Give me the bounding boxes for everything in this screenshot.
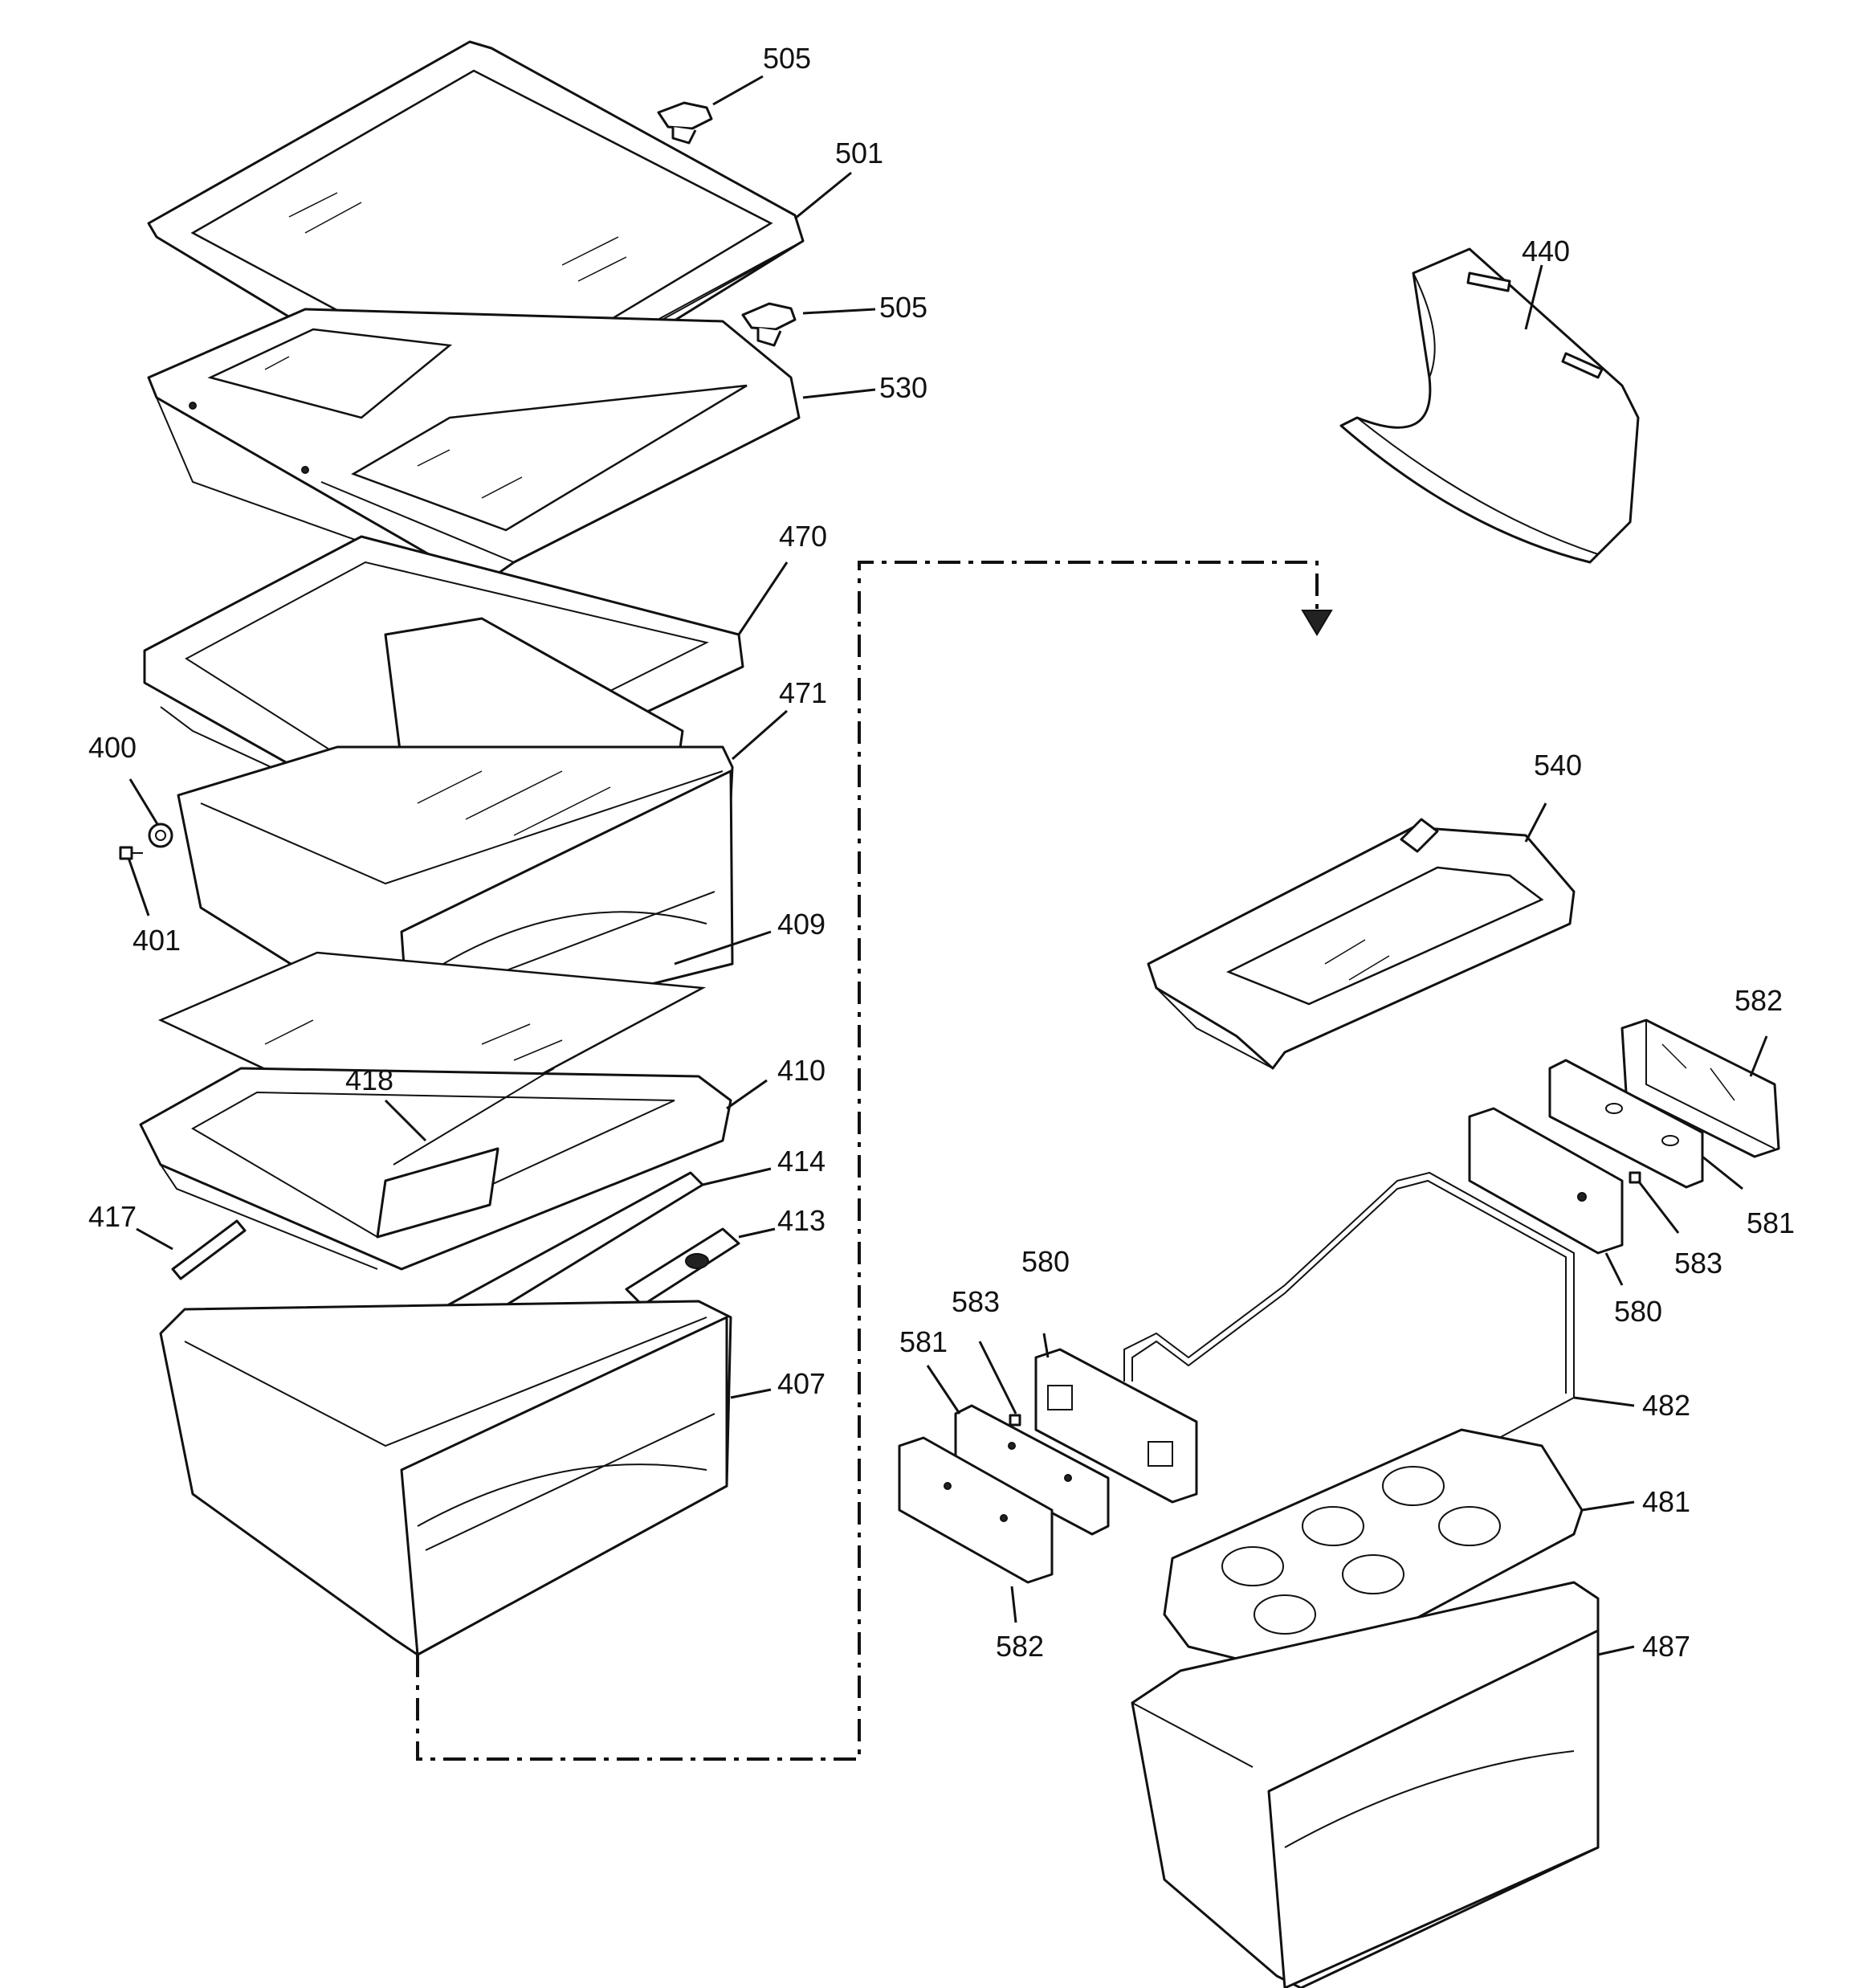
callout-400: 400 — [88, 731, 137, 764]
callout-581-left: 581 — [899, 1325, 948, 1358]
assembly-indicator-line — [416, 561, 1333, 1761]
callout-401: 401 — [132, 924, 181, 957]
callout-582-left: 582 — [996, 1630, 1044, 1663]
part-417-rod — [171, 1219, 247, 1280]
part-407-lower-drawer — [159, 1300, 732, 1656]
callout-440: 440 — [1522, 235, 1570, 267]
callout-417: 417 — [88, 1200, 137, 1233]
callout-501: 501 — [835, 137, 883, 169]
callout-481: 481 — [1642, 1485, 1690, 1518]
part-505-clip-top — [657, 101, 713, 145]
part-410-pan-frame — [139, 1067, 732, 1271]
callout-470: 470 — [779, 520, 827, 553]
part-580-bracket-left — [1034, 1348, 1198, 1504]
part-400-roller — [148, 823, 173, 848]
part-540-tray — [1147, 818, 1576, 1070]
part-482-wire-frame — [1123, 1171, 1575, 1511]
leader-lines — [127, 75, 1768, 1656]
callout-505-side: 505 — [879, 291, 927, 324]
callout-540: 540 — [1534, 749, 1582, 782]
part-505-clip-side — [741, 302, 797, 347]
callout-414: 414 — [777, 1145, 826, 1178]
part-401-screw — [119, 846, 143, 860]
callout-581-right: 581 — [1747, 1206, 1795, 1239]
part-580-bracket-right — [1468, 1107, 1624, 1255]
callout-505-top: 505 — [763, 42, 811, 75]
callout-labels: 505 501 505 530 440 470 471 400 401 409 … — [88, 42, 1795, 1663]
callout-487: 487 — [1642, 1630, 1690, 1663]
part-487-bin — [1131, 1581, 1600, 1988]
callout-407: 407 — [777, 1367, 826, 1400]
callout-413: 413 — [777, 1204, 826, 1237]
part-583-screw-right — [1629, 1171, 1641, 1184]
part-530-shelf-frame — [147, 308, 801, 586]
part-581-plate-right — [1548, 1059, 1704, 1189]
callout-530: 530 — [879, 371, 927, 404]
callout-409: 409 — [777, 908, 826, 941]
part-481-bin-tray — [1163, 1428, 1584, 1672]
part-418-rail — [393, 1067, 555, 1165]
part-583-screw-left — [1009, 1414, 1021, 1427]
callout-482: 482 — [1642, 1389, 1690, 1422]
part-582-block-left — [898, 1436, 1054, 1584]
callout-418: 418 — [345, 1063, 393, 1096]
callout-580-left: 580 — [1021, 1245, 1070, 1278]
part-413-knob — [625, 1227, 740, 1307]
callout-410: 410 — [777, 1054, 826, 1087]
callout-582-right: 582 — [1735, 984, 1783, 1017]
callout-580-right: 580 — [1614, 1295, 1662, 1328]
callout-583-left: 583 — [952, 1285, 1000, 1318]
part-440-cover — [1339, 247, 1640, 564]
callout-471: 471 — [779, 676, 827, 709]
callout-583-right: 583 — [1674, 1247, 1722, 1280]
